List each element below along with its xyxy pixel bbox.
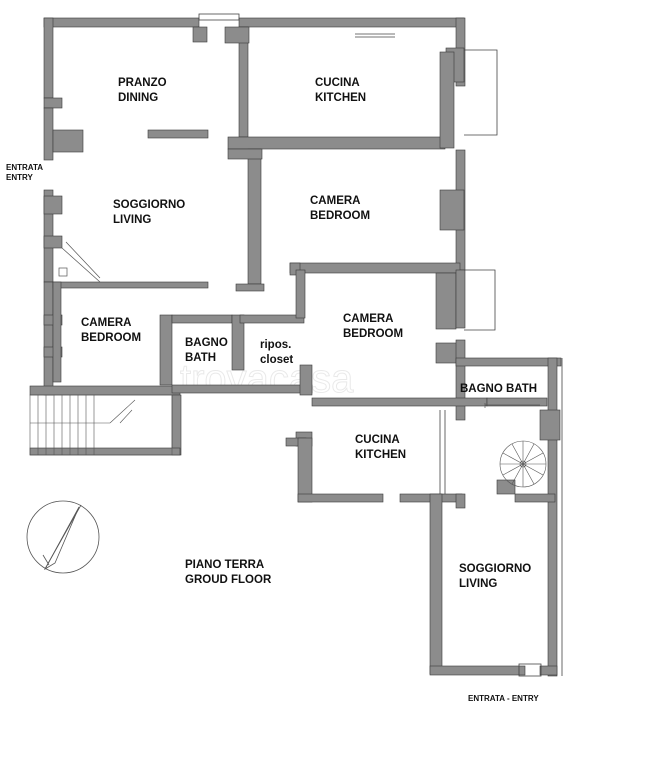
label-camera-left-2: BEDROOM: [81, 332, 141, 344]
label-camera-center-1: CAMERA: [310, 195, 360, 207]
label-soggiorno-right-1: SOGGIORNO: [459, 563, 531, 575]
label-entrata-bottom: ENTRATA - ENTRY: [468, 694, 539, 703]
label-cucina-top-1: CUCINA: [315, 77, 360, 89]
door-lines: [58, 241, 540, 408]
label-ripos-2: closet: [260, 354, 293, 366]
label-camera-right-2: BEDROOM: [343, 328, 403, 340]
watermark: trovacasa: [180, 357, 354, 401]
label-camera-right-1: CAMERA: [343, 313, 393, 325]
label-pranzo-2: DINING: [118, 92, 158, 104]
label-soggiorno-left-2: LIVING: [113, 214, 151, 226]
label-camera-center-2: BEDROOM: [310, 210, 370, 222]
label-floor-1: PIANO TERRA: [185, 559, 264, 571]
label-entrata-left-2: ENTRY: [6, 173, 33, 182]
label-cucina-bottom-1: CUCINA: [355, 434, 400, 446]
walls: [29, 17, 562, 677]
compass-icon: [26, 500, 100, 574]
label-bagno-left-2: BATH: [185, 352, 216, 364]
label-entrata-left-1: ENTRATA: [6, 163, 43, 172]
label-pranzo-1: PRANZO: [118, 77, 167, 89]
label-cucina-bottom-2: KITCHEN: [355, 449, 406, 461]
room-labels: PRANZO DINING CUCINA KITCHEN SOGGIORNO L…: [6, 77, 539, 703]
label-camera-left-1: CAMERA: [81, 317, 131, 329]
window-lines: [198, 13, 563, 677]
spiral-staircase-icon: [499, 440, 547, 488]
label-cucina-top-2: KITCHEN: [315, 92, 366, 104]
label-soggiorno-left-1: SOGGIORNO: [113, 199, 185, 211]
label-bagno-right: BAGNO BATH: [460, 383, 537, 395]
label-bagno-left-1: BAGNO: [185, 337, 228, 349]
staircase-icon: [29, 394, 173, 456]
label-ripos-1: ripos.: [260, 339, 291, 351]
label-soggiorno-right-2: LIVING: [459, 578, 497, 590]
label-floor-2: GROUD FLOOR: [185, 574, 272, 586]
